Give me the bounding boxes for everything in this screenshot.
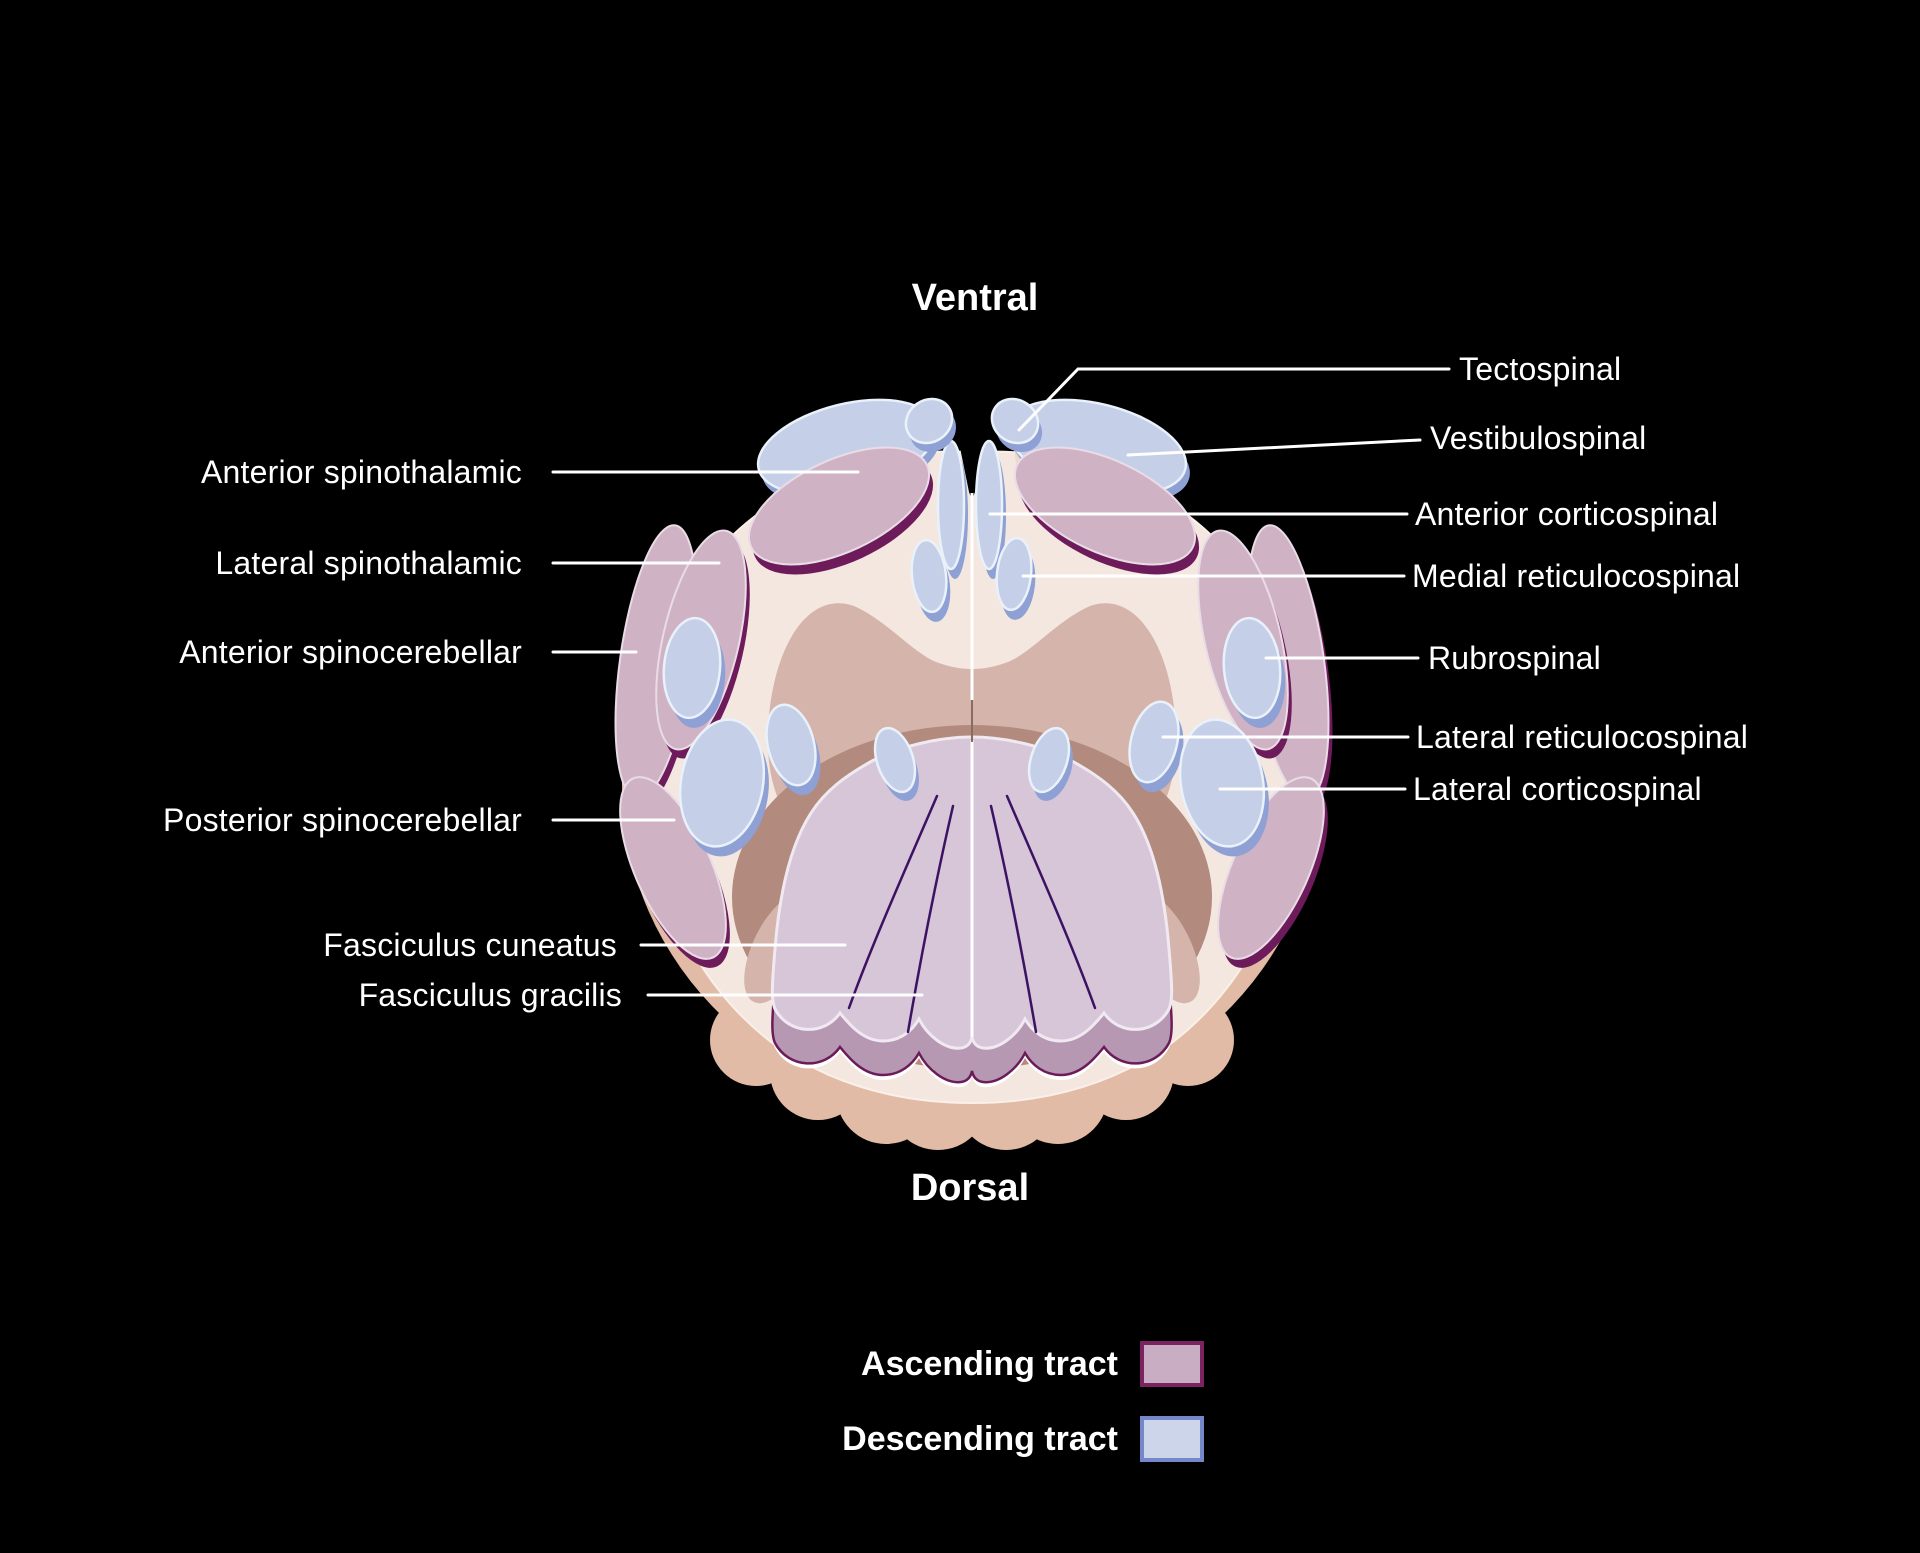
ventral-title: Ventral — [911, 277, 1039, 319]
label-lateral-reticulocospinal: Lateral reticulocospinal — [1416, 719, 1749, 755]
tract-medial-reticulocospinal-left — [910, 538, 951, 622]
label-lateral-spinothalamic: Lateral spinothalamic — [215, 545, 522, 581]
label-medial-reticulocospinal: Medial reticulocospinal — [1412, 558, 1741, 594]
tract-posterior-spinocerebellar-right — [1217, 776, 1328, 968]
leader-vestibulospinal — [1126, 438, 1422, 457]
tract-medial-reticulocospinal-right — [995, 536, 1036, 620]
label-posterior-spinocerebellar: Posterior spinocerebellar — [163, 802, 522, 838]
tract-anterior-spinothalamic-left — [747, 446, 934, 575]
legend-descending-label: Descending tract — [842, 1420, 1118, 1458]
tract-anterior-spinothalamic-right — [1013, 446, 1200, 575]
legend-ascending-label: Ascending tract — [861, 1345, 1118, 1383]
label-lateral-corticospinal: Lateral corticospinal — [1413, 771, 1702, 807]
ventral-median-fissure — [950, 398, 994, 500]
label-anterior-spinothalamic: Anterior spinothalamic — [201, 454, 522, 490]
tract-lateral-reticulocospinal-left — [765, 703, 821, 796]
tract-anterior-corticospinal-left — [936, 439, 968, 579]
descending-tract-swatch — [1140, 1416, 1204, 1462]
label-anterior-spinocerebellar: Anterior spinocerebellar — [179, 634, 522, 670]
leader-lines — [551, 367, 1451, 997]
tract-rubrospinal-left — [662, 616, 726, 728]
label-vestibulospinal: Vestibulospinal — [1430, 420, 1647, 456]
leader-tectospinal — [1017, 367, 1451, 432]
dorsal-title: Dorsal — [910, 1167, 1030, 1209]
tract-rubrospinal-right — [1222, 616, 1286, 728]
tract-anterior-corticospinal-right — [974, 439, 1006, 579]
dorsal-column-fan — [770, 735, 1174, 1088]
fan-septa-lines — [847, 794, 1097, 1034]
tract-medullary-right — [1027, 726, 1073, 801]
label-anterior-corticospinal: Anterior corticospinal — [1415, 496, 1719, 532]
tract-lateral-corticospinal-left — [678, 718, 769, 857]
label-rubrospinal: Rubrospinal — [1428, 640, 1601, 676]
tract-lateral-corticospinal-right — [1178, 718, 1269, 857]
tract-medullary-left — [873, 726, 919, 801]
ascending-tract-swatch — [1140, 1341, 1204, 1387]
tract-tectospinal-left — [904, 397, 957, 453]
tract-lateral-reticulocospinal-right — [1128, 700, 1184, 793]
label-tectospinal: Tectospinal — [1459, 351, 1622, 387]
label-fasciculus-cuneatus: Fasciculus cuneatus — [323, 927, 617, 963]
label-fasciculus-gracilis: Fasciculus gracilis — [358, 977, 622, 1013]
